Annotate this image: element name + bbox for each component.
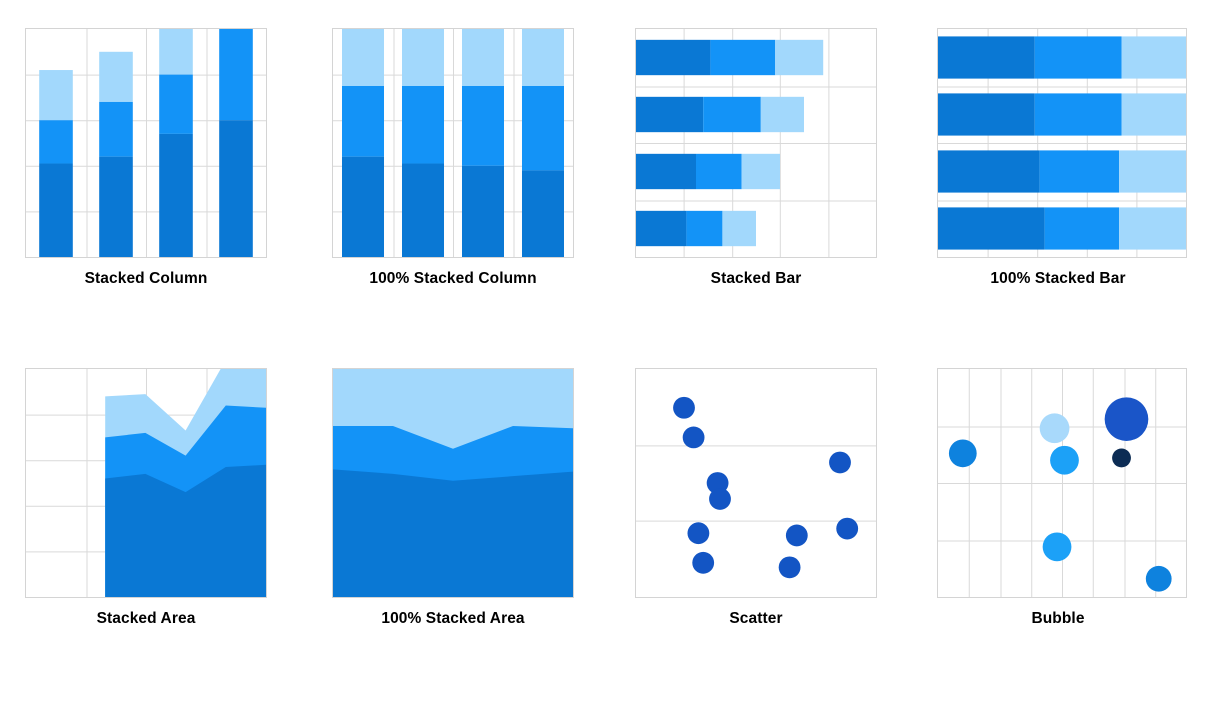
bar-segment: [461, 86, 504, 166]
chart-card-bubble[interactable]: Bubble: [912, 348, 1212, 678]
bar-segment: [402, 163, 445, 257]
chart-svg-scatter: [636, 396, 876, 579]
bubble-point: [1112, 448, 1131, 468]
chart-label-stacked-bar: Stacked Bar: [710, 270, 802, 287]
bar-segment: [219, 29, 253, 121]
bar-segment: [219, 120, 253, 257]
chart-card-stacked-column[interactable]: Stacked Column: [0, 8, 300, 338]
bar-segment: [938, 36, 1035, 79]
chart-svg-stacked-column: [26, 29, 266, 257]
bar-segment: [1039, 150, 1120, 193]
bubble-point: [1104, 397, 1149, 441]
plot-area-100-stacked-bar: [937, 28, 1187, 258]
scatter-point: [673, 396, 695, 419]
bar-segment: [775, 39, 824, 76]
bar-segment: [39, 163, 73, 257]
bar-segment: [99, 156, 133, 257]
bubble-point: [1039, 413, 1070, 444]
bar-segment: [99, 101, 133, 157]
chart-label-100-stacked-bar: 100% Stacked Bar: [990, 270, 1126, 287]
bar-segment: [521, 86, 564, 171]
bar-segment: [1119, 207, 1186, 250]
chart-svg-100-stacked-area: [333, 369, 573, 597]
scatter-point: [692, 551, 715, 574]
bar-segment: [710, 39, 776, 76]
bar-segment: [938, 150, 1040, 193]
chart-label-100-stacked-column: 100% Stacked Column: [369, 270, 537, 287]
bar-segment: [1121, 36, 1186, 79]
bar-segment: [722, 210, 756, 247]
bar-segment: [402, 86, 445, 164]
bar-segment: [938, 93, 1035, 136]
scatter-point: [706, 472, 729, 494]
bar-segment: [1119, 150, 1186, 193]
bar-segment: [703, 96, 761, 133]
chart-svg-100-stacked-bar: [938, 29, 1186, 257]
chart-label-stacked-column: Stacked Column: [84, 270, 208, 287]
bar-segment: [159, 133, 193, 257]
plot-area-bubble: [937, 368, 1187, 598]
bubble-point: [1042, 532, 1072, 562]
bar-segment: [741, 153, 780, 190]
chart-card-stacked-area[interactable]: Stacked Area: [0, 348, 300, 678]
bar-segment: [760, 96, 804, 133]
plot-area-100-stacked-column: [332, 28, 574, 258]
area-series: [333, 469, 573, 597]
chart-card-100-stacked-area[interactable]: 100% Stacked Area: [307, 348, 607, 678]
bubble-point: [948, 439, 977, 468]
plot-area-stacked-area: [25, 368, 267, 598]
bar-segment: [461, 29, 504, 86]
bar-segment: [636, 39, 711, 76]
chart-svg-stacked-bar: [636, 29, 876, 257]
bar-segment: [1044, 207, 1120, 250]
bar-segment: [1034, 93, 1122, 136]
bar-segment: [938, 207, 1045, 250]
chart-svg-100-stacked-column: [333, 29, 573, 257]
chart-svg-bubble: [938, 369, 1186, 597]
bar-segment: [159, 29, 193, 75]
bubble-point: [1050, 445, 1079, 475]
area-series: [105, 464, 266, 597]
scatter-point: [778, 556, 801, 579]
plot-area-stacked-column: [25, 28, 267, 258]
bar-segment: [159, 74, 193, 134]
bar-segment: [402, 29, 445, 86]
scatter-point: [836, 517, 859, 540]
chart-label-stacked-area: Stacked Area: [96, 610, 196, 627]
bar-segment: [1034, 36, 1122, 79]
bar-segment: [521, 170, 564, 257]
bar-segment: [342, 86, 385, 157]
plot-area-stacked-bar: [635, 28, 877, 258]
chart-card-100-stacked-column[interactable]: 100% Stacked Column: [307, 8, 607, 338]
bar-segment: [461, 165, 504, 257]
bar-segment: [636, 210, 687, 247]
bar-segment: [99, 51, 133, 102]
chart-card-scatter[interactable]: Scatter: [610, 348, 910, 678]
chart-label-scatter: Scatter: [729, 610, 783, 627]
plot-area-100-stacked-area: [332, 368, 574, 598]
scatter-point: [682, 426, 705, 449]
bar-segment: [636, 153, 696, 190]
bar-segment: [39, 70, 73, 121]
bar-segment: [39, 120, 73, 164]
plot-area-scatter: [635, 368, 877, 598]
scatter-point: [687, 522, 710, 545]
chart-svg-stacked-area: [26, 369, 266, 597]
bar-segment: [342, 156, 385, 257]
chart-card-100-stacked-bar[interactable]: 100% Stacked Bar: [912, 8, 1212, 338]
bar-segment: [636, 96, 704, 133]
scatter-point: [709, 488, 731, 510]
bubble-point: [1145, 565, 1172, 592]
chart-card-stacked-bar[interactable]: Stacked Bar: [610, 8, 910, 338]
bar-segment: [342, 29, 385, 86]
chart-label-100-stacked-area: 100% Stacked Area: [381, 610, 525, 627]
scatter-point: [829, 451, 851, 474]
chart-label-bubble: Bubble: [1031, 610, 1085, 627]
bar-segment: [696, 153, 742, 190]
bar-segment: [1121, 93, 1186, 136]
bar-segment: [521, 29, 564, 86]
scatter-point: [785, 524, 808, 547]
bar-segment: [686, 210, 723, 247]
